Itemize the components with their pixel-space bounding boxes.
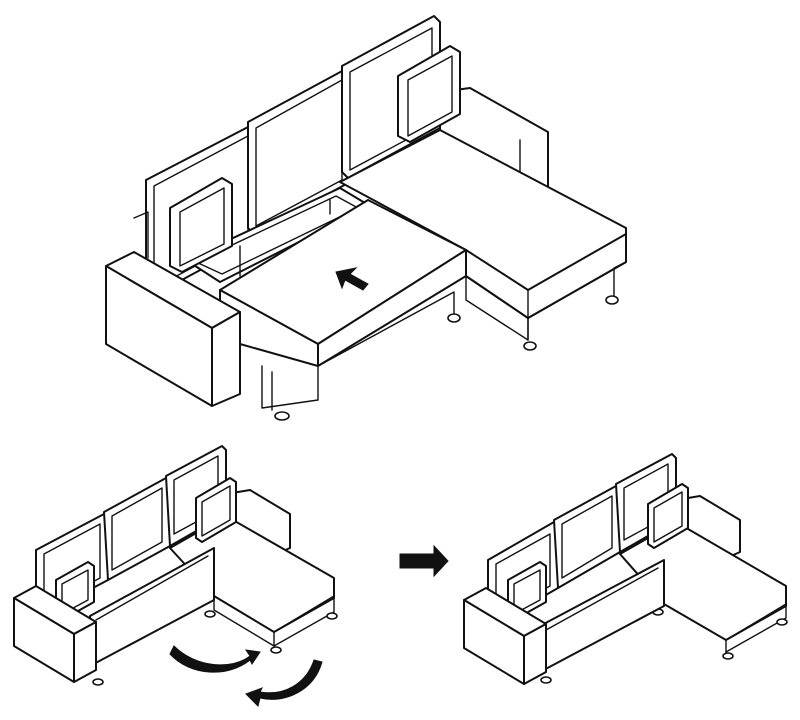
foot xyxy=(606,296,618,304)
rotate-arrow-icon xyxy=(246,660,322,706)
foot xyxy=(524,342,536,350)
sofa-top-storage-open xyxy=(106,16,626,420)
foot xyxy=(448,314,460,322)
back-cushion xyxy=(554,486,620,588)
rotate-arrow-icon xyxy=(170,646,260,672)
back-cushion xyxy=(104,478,170,580)
sofa-bottom-left xyxy=(14,446,337,706)
arrow-right-icon xyxy=(400,546,448,576)
foot xyxy=(275,412,289,420)
sofa-bottom-right xyxy=(464,454,787,684)
